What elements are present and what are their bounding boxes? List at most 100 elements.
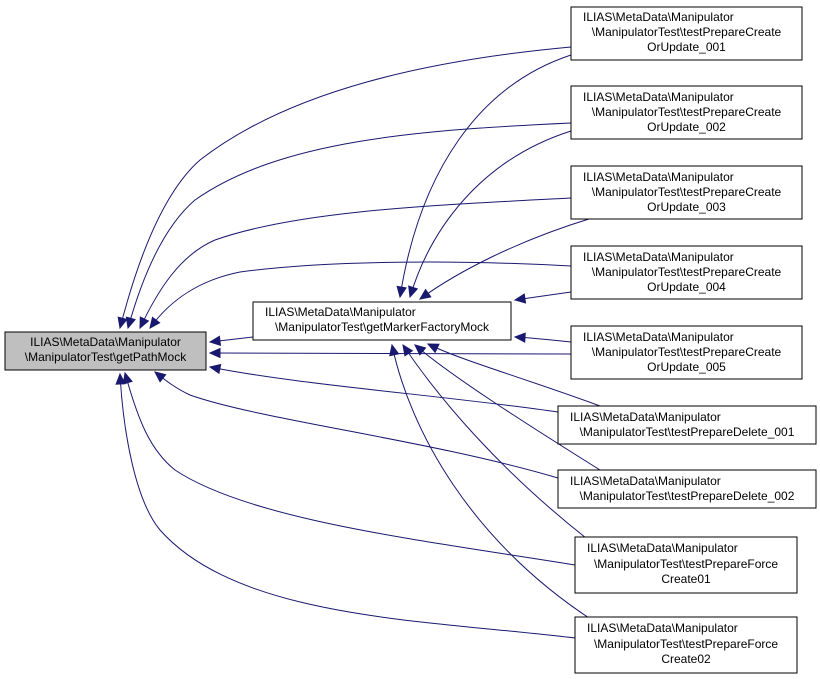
svg-text:\ManipulatorTest\testPrepareCr: \ManipulatorTest\testPrepareCreate [592,105,782,119]
node-testpreparedelete-002[interactable]: ILIAS\MetaData\Manipulator \ManipulatorT… [557,469,817,509]
node-del001-line-1: ILIAS\MetaData\Manipulator [570,410,721,424]
svg-text:OrUpdate_003: OrUpdate_003 [647,200,726,214]
svg-text:ILIAS\MetaData\Manipulator: ILIAS\MetaData\Manipulator [570,410,721,424]
node-getpathmock-line-1: ILIAS\MetaData\Manipulator [30,335,181,349]
edge-fc01-to-getpathmock [124,372,576,566]
edge-del001-to-getpathmock [209,366,559,413]
arrowhead-del001-to-markerfactory [426,343,440,354]
svg-text:ILIAS\MetaData\Manipulator: ILIAS\MetaData\Manipulator [587,541,738,555]
svg-text:\ManipulatorTest\testPrepareCr: \ManipulatorTest\testPrepareCreate [592,25,782,39]
arrowhead-markerfactory-to-getpathmock [208,335,222,347]
edge-cu003-to-markerfactory [419,217,593,300]
arrowhead-cu004-to-getpathmock [149,316,161,329]
node-getmarkerfactorymock[interactable]: ILIAS\MetaData\Manipulator \ManipulatorT… [252,301,512,341]
node-cu003-line-2: \ManipulatorTest\testPrepareCreate [592,185,782,199]
node-cu005-line-1: ILIAS\MetaData\Manipulator [583,330,734,344]
arrowhead-cu002-to-markerfactory [408,285,419,299]
svg-text:ILIAS\MetaData\Manipulator: ILIAS\MetaData\Manipulator [583,250,734,264]
node-cu002-line-3: OrUpdate_002 [647,120,726,134]
svg-text:Create01: Create01 [661,572,711,586]
node-del002-line-2: \ManipulatorTest\testPrepareDelete_002 [580,489,795,503]
svg-text:Create02: Create02 [661,652,711,666]
node-testpreparecreateorupdate-004[interactable]: ILIAS\MetaData\Manipulator \ManipulatorT… [570,245,803,300]
edge-cu004-to-getpathmock [149,261,572,329]
node-del001-line-2: \ManipulatorTest\testPrepareDelete_001 [580,425,795,439]
edge-cu002-to-getpathmock [127,122,572,329]
svg-text:\ManipulatorTest\testPrepareDe: \ManipulatorTest\testPrepareDelete_001 [580,425,795,439]
svg-text:OrUpdate_004: OrUpdate_004 [647,280,726,294]
node-fc02-line-1: ILIAS\MetaData\Manipulator [587,621,738,635]
arrowhead-del001-to-getpathmock [208,363,222,375]
node-getmarkerfactorymock-line-1: ILIAS\MetaData\Manipulator [265,305,416,319]
node-fc01-line-1: ILIAS\MetaData\Manipulator [587,541,738,555]
arrowhead-fc01-to-getpathmock [122,371,133,385]
node-cu001-line-3: OrUpdate_001 [647,40,726,54]
edge-cu001-to-getpathmock [119,46,572,329]
svg-text:ILIAS\MetaData\Manipulator: ILIAS\MetaData\Manipulator [583,10,734,24]
svg-text:OrUpdate_002: OrUpdate_002 [647,120,726,134]
node-del002-line-1: ILIAS\MetaData\Manipulator [570,474,721,488]
edge-cu001-to-markerfactory [399,54,572,298]
svg-text:\ManipulatorTest\testPrepareFo: \ManipulatorTest\testPrepareForce [594,557,778,571]
node-cu005-line-3: OrUpdate_005 [647,360,726,374]
arrowhead-cu002-to-getpathmock [125,316,136,330]
edge-fc02-to-getpathmock [119,373,576,639]
edge-cu003-to-getpathmock [139,197,572,329]
node-testpreparecreateorupdate-005[interactable]: ILIAS\MetaData\Manipulator \ManipulatorT… [570,325,803,380]
svg-text:\ManipulatorTest\testPrepareCr: \ManipulatorTest\testPrepareCreate [592,265,782,279]
node-cu004-line-1: ILIAS\MetaData\Manipulator [583,250,734,264]
svg-text:\ManipulatorTest\testPrepareFo: \ManipulatorTest\testPrepareForce [594,637,778,651]
edge-fc01-to-markerfactory [402,344,587,539]
nodes-layer: ILIAS\MetaData\Manipulator \ManipulatorT… [4,6,817,674]
node-cu003-line-3: OrUpdate_003 [647,200,726,214]
svg-text:OrUpdate_005: OrUpdate_005 [647,360,726,374]
node-testpreparedelete-001[interactable]: ILIAS\MetaData\Manipulator \ManipulatorT… [557,405,817,445]
edge-cu002-to-markerfactory [409,130,572,298]
arrowheads-layer [115,285,527,385]
node-cu001-line-1: ILIAS\MetaData\Manipulator [583,10,734,24]
node-testprepareforcecreate02[interactable]: ILIAS\MetaData\Manipulator \ManipulatorT… [574,616,798,674]
svg-text:ILIAS\MetaData\Manipulator: ILIAS\MetaData\Manipulator [583,90,734,104]
svg-text:\ManipulatorTest\getMarkerFact: \ManipulatorTest\getMarkerFactoryMock [275,320,490,334]
svg-text:\ManipulatorTest\testPrepareDe: \ManipulatorTest\testPrepareDelete_002 [580,489,795,503]
arrowhead-cu005-to-markerfactory [513,332,526,343]
arrowhead-cu005-to-getpathmock [208,347,221,359]
arrowhead-del002-to-getpathmock [154,371,167,383]
arrowhead-cu001-to-markerfactory [396,285,407,299]
node-testprepareforcecreate01[interactable]: ILIAS\MetaData\Manipulator \ManipulatorT… [574,536,798,594]
node-cu002-line-2: \ManipulatorTest\testPrepareCreate [592,105,782,119]
node-fc01-line-2: \ManipulatorTest\testPrepareForce [594,557,778,571]
svg-text:ILIAS\MetaData\Manipulator: ILIAS\MetaData\Manipulator [583,330,734,344]
arrowhead-del002-to-markerfactory [414,344,427,356]
svg-text:ILIAS\MetaData\Manipulator: ILIAS\MetaData\Manipulator [30,335,181,349]
node-cu005-line-2: \ManipulatorTest\testPrepareCreate [592,345,782,359]
node-testpreparecreateorupdate-002[interactable]: ILIAS\MetaData\Manipulator \ManipulatorT… [570,85,803,140]
arrowhead-fc01-to-markerfactory [402,343,414,357]
arrowhead-cu003-to-getpathmock [139,316,150,330]
node-getpathmock[interactable]: ILIAS\MetaData\Manipulator \ManipulatorT… [4,331,207,371]
node-testpreparecreateorupdate-003[interactable]: ILIAS\MetaData\Manipulator \ManipulatorT… [570,165,803,220]
edge-del002-to-getpathmock [154,371,559,479]
node-testpreparecreateorupdate-001[interactable]: ILIAS\MetaData\Manipulator \ManipulatorT… [570,6,803,61]
svg-text:ILIAS\MetaData\Manipulator: ILIAS\MetaData\Manipulator [265,305,416,319]
arrowhead-fc02-to-getpathmock [115,372,126,385]
arrowhead-fc02-to-markerfactory [389,343,400,357]
svg-text:ILIAS\MetaData\Manipulator: ILIAS\MetaData\Manipulator [570,474,721,488]
svg-text:\ManipulatorTest\testPrepareCr: \ManipulatorTest\testPrepareCreate [592,345,782,359]
arrowhead-cu003-to-markerfactory [419,288,432,300]
node-cu001-line-2: \ManipulatorTest\testPrepareCreate [592,25,782,39]
svg-text:OrUpdate_001: OrUpdate_001 [647,40,726,54]
edge-fc02-to-markerfactory [391,344,593,621]
svg-text:ILIAS\MetaData\Manipulator: ILIAS\MetaData\Manipulator [587,621,738,635]
node-cu004-line-3: OrUpdate_004 [647,280,726,294]
node-cu004-line-2: \ManipulatorTest\testPrepareCreate [592,265,782,279]
svg-text:\ManipulatorTest\getPathMock: \ManipulatorTest\getPathMock [25,350,187,364]
edge-del001-to-markerfactory [427,343,601,407]
svg-text:ILIAS\MetaData\Manipulator: ILIAS\MetaData\Manipulator [583,170,734,184]
edge-del002-to-markerfactory [414,344,601,471]
arrowhead-cu004-to-markerfactory [513,293,527,304]
node-fc02-line-2: \ManipulatorTest\testPrepareForce [594,637,778,651]
node-getpathmock-line-2: \ManipulatorTest\getPathMock [25,350,187,364]
node-getmarkerfactorymock-line-2: \ManipulatorTest\getMarkerFactoryMock [275,320,490,334]
